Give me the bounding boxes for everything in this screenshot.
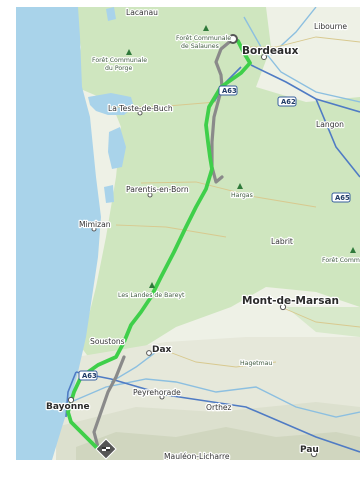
road-shield-a63-south: A63 <box>78 370 98 381</box>
label-labrit: Labrit <box>271 237 293 246</box>
tree-icon <box>350 247 356 253</box>
road-shield-label: A63 <box>82 372 97 380</box>
label-peyrehorade: Peyrehorade <box>133 388 181 397</box>
road-shield-a63-north: A63 <box>218 85 238 96</box>
label-hargas: Hargas <box>231 192 253 199</box>
road-shield-a65: A65 <box>331 192 351 203</box>
label-mont-de-marsan: Mont-de-Marsan <box>242 295 339 307</box>
terrain-south <box>56 337 360 460</box>
city-markers <box>67 54 318 458</box>
label-foret-communale: Forêt Communale <box>322 256 360 264</box>
checkered-flag-icon[interactable] <box>95 438 117 460</box>
label-parentis: Parentis-en-Born <box>126 185 189 194</box>
label-orthez: Orthez <box>206 403 232 412</box>
road-shield-label: A62 <box>281 98 296 106</box>
circle-start-icon[interactable] <box>228 34 238 44</box>
label-la-teste: La Teste-de-Buch <box>108 104 173 113</box>
alternative-route <box>210 37 235 184</box>
map-view[interactable]: A63 A62 A65 A63 Lacanau Forêt Communale … <box>16 7 360 460</box>
road-shield-label: A63 <box>222 87 237 95</box>
label-libourne: Libourne <box>314 22 347 31</box>
label-mauleon: Mauléon-Licharre <box>164 452 230 460</box>
road-shield-label: A65 <box>335 194 350 202</box>
ocean <box>16 7 101 460</box>
bassin-arcachon <box>88 93 134 115</box>
tree-icon <box>126 49 132 55</box>
label-soustons: Soustons <box>90 337 125 346</box>
label-bayonne: Bayonne <box>46 402 90 412</box>
label-landes-bareyt: Les Landes de Bareyt <box>118 292 185 299</box>
label-foret-salaunes-1: Forêt Communale <box>176 34 231 42</box>
label-foret-salaunes-2: de Salaunes <box>181 43 219 50</box>
label-langon: Langon <box>316 120 344 129</box>
rivers <box>70 7 360 418</box>
tree-icon <box>149 282 155 288</box>
label-dax: Dax <box>152 345 172 355</box>
label-foret-porge-2: du Porge <box>105 65 132 72</box>
label-lacanau: Lacanau <box>126 8 158 17</box>
tree-icon <box>203 25 209 31</box>
road-shield-a62: A62 <box>277 96 297 107</box>
label-bordeaux: Bordeaux <box>242 45 299 57</box>
label-mimizan: Mimizan <box>79 220 111 229</box>
place-labels: Lacanau Forêt Communale de Salaunes Libo… <box>45 7 360 460</box>
label-pau: Pau <box>300 445 319 455</box>
label-foret-porge-1: Forêt Communale <box>92 56 147 64</box>
lakes <box>104 7 126 203</box>
tree-icon <box>237 183 243 189</box>
forest-icons <box>126 25 356 288</box>
secondary-roads <box>111 36 360 368</box>
label-hagetmau: Hagetmau <box>240 360 272 367</box>
